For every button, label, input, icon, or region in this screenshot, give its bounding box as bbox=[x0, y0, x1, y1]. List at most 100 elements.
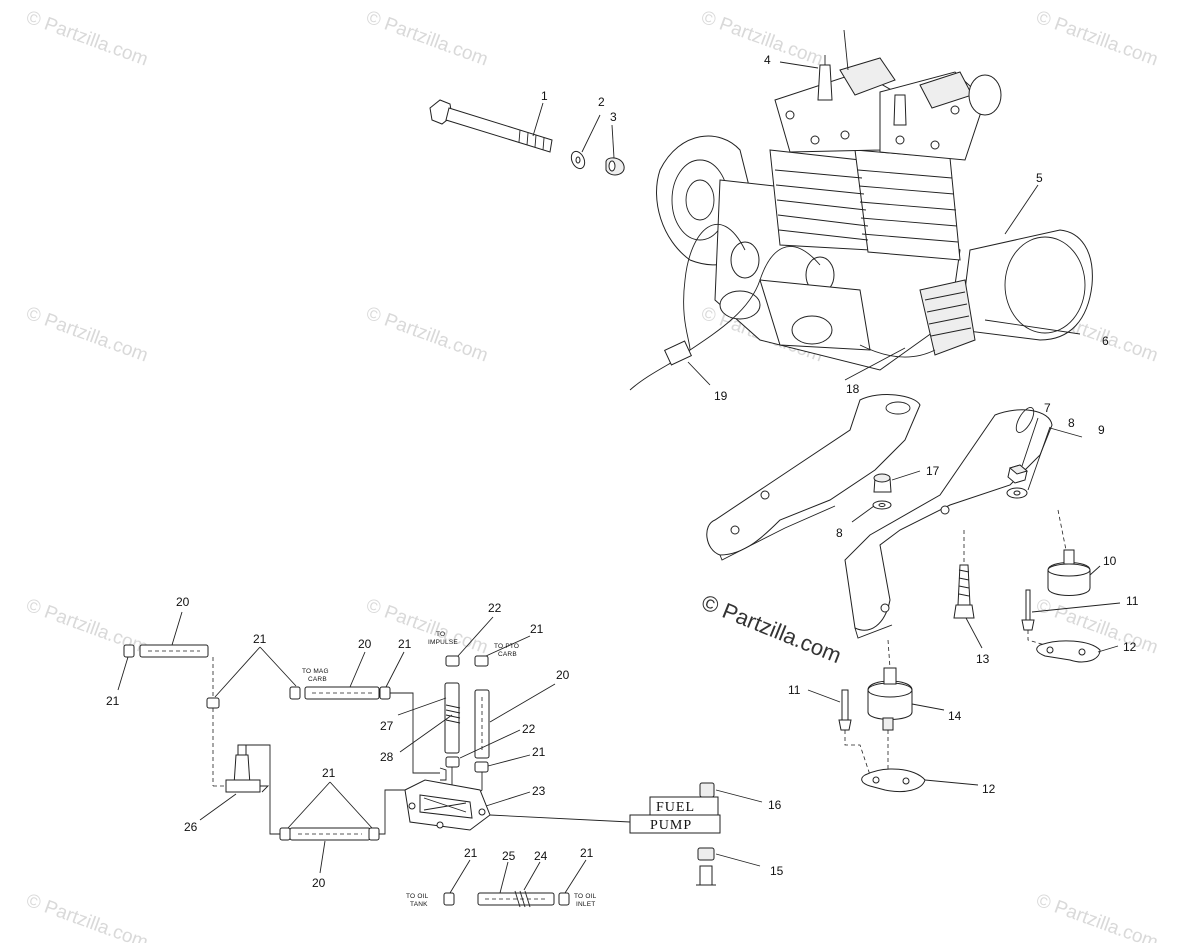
leader-line bbox=[171, 611, 183, 646]
callout-26: 26 bbox=[184, 820, 198, 834]
to-pto-carb-label: CARB bbox=[498, 651, 517, 658]
check-valve-tip bbox=[260, 785, 270, 793]
washer-hole bbox=[1013, 490, 1021, 496]
bolt-shaft bbox=[445, 107, 553, 153]
hose-clamp bbox=[206, 697, 220, 709]
leader-line bbox=[984, 319, 1081, 335]
watermark: © Partzilla.com bbox=[698, 7, 825, 71]
callout-8: 8 bbox=[836, 526, 843, 540]
leader-line bbox=[499, 861, 509, 894]
ignition-box-hatch bbox=[924, 291, 972, 337]
callout-11: 11 bbox=[1126, 594, 1139, 608]
mount-bolt-head bbox=[953, 604, 975, 619]
callout-21: 21 bbox=[398, 637, 412, 651]
callout-2: 2 bbox=[598, 95, 605, 109]
fuel-hose bbox=[474, 689, 490, 759]
hose-clamp bbox=[368, 827, 380, 841]
leader-line bbox=[715, 853, 761, 867]
hose-clamp bbox=[443, 892, 455, 906]
hose-clamp bbox=[279, 827, 291, 841]
bolt-assembly bbox=[429, 99, 625, 176]
leader-line bbox=[1089, 565, 1101, 576]
leader-line bbox=[199, 793, 237, 821]
harness-connector bbox=[663, 340, 693, 366]
bolt-thread bbox=[958, 569, 970, 597]
hose-spring bbox=[445, 704, 461, 724]
screw bbox=[841, 689, 849, 721]
fitting bbox=[439, 767, 447, 781]
watermark: © Partzilla.com bbox=[23, 890, 150, 943]
leader-line bbox=[487, 754, 531, 767]
fuel-hose bbox=[139, 644, 209, 658]
to-oil-tank-label: TO OIL bbox=[406, 893, 429, 900]
leader-line bbox=[523, 861, 541, 891]
rave-valve-mag bbox=[839, 57, 896, 96]
head-bolt bbox=[840, 130, 850, 140]
fuel-label: FUEL bbox=[656, 800, 695, 815]
wire-harness bbox=[689, 246, 821, 351]
head-bolt bbox=[895, 135, 905, 145]
head-bolt bbox=[810, 135, 820, 145]
leader-line bbox=[1097, 645, 1119, 653]
callout-7: 7 bbox=[1044, 401, 1051, 415]
leader-line bbox=[319, 840, 326, 874]
bracket-hole bbox=[730, 525, 740, 535]
leader-line bbox=[1021, 417, 1039, 467]
leader-line bbox=[891, 470, 921, 481]
leader-line bbox=[715, 789, 763, 803]
hose-clamp bbox=[445, 756, 460, 768]
leader-line bbox=[581, 114, 601, 153]
hose-clamp bbox=[289, 686, 301, 700]
to-oil-inlet-label: TO OIL bbox=[574, 893, 597, 900]
spacer-top bbox=[873, 473, 891, 483]
antenna-wire bbox=[843, 29, 849, 71]
leader-line bbox=[1049, 427, 1083, 438]
cylinder-fins-mag bbox=[774, 169, 869, 241]
callout-13: 13 bbox=[976, 652, 990, 666]
callout-3: 3 bbox=[610, 110, 617, 124]
rubber-mount-stud bbox=[882, 717, 894, 731]
nut-top bbox=[1008, 464, 1029, 475]
screw-head bbox=[838, 719, 852, 731]
leader-line bbox=[851, 505, 875, 523]
bracket-slot bbox=[885, 401, 911, 415]
callout-11: 11 bbox=[788, 683, 801, 697]
spark-plug bbox=[893, 94, 907, 126]
callout-18: 18 bbox=[846, 382, 860, 396]
callout-15: 15 bbox=[770, 864, 784, 878]
plate-hole bbox=[1046, 646, 1054, 654]
pump-screw bbox=[436, 821, 444, 829]
leader-line bbox=[924, 779, 979, 786]
hose-route bbox=[379, 789, 405, 835]
front-mount-bracket bbox=[706, 394, 921, 556]
leader-line bbox=[457, 616, 494, 657]
cylinder-fins-pto bbox=[857, 169, 959, 243]
leader-line bbox=[1027, 426, 1051, 491]
callout-25: 25 bbox=[502, 849, 516, 863]
mag-cover-rim bbox=[1004, 236, 1086, 334]
leader-lines bbox=[117, 61, 1121, 894]
wire-harness bbox=[629, 223, 746, 391]
assembly-line bbox=[1027, 630, 1046, 646]
callout-5: 5 bbox=[1036, 171, 1043, 185]
leader-line bbox=[489, 683, 556, 723]
watermark: © Partzilla.com bbox=[363, 7, 490, 71]
watermark: © Partzilla.com bbox=[23, 303, 150, 367]
plate-hole bbox=[902, 777, 910, 785]
callout-14: 14 bbox=[948, 709, 962, 723]
hose-clamp bbox=[379, 686, 391, 700]
rubber-mount-top bbox=[867, 682, 913, 698]
leader-line bbox=[485, 635, 531, 657]
bracket-edge bbox=[854, 624, 893, 639]
leader-line bbox=[965, 617, 983, 649]
bracket-edge bbox=[719, 505, 836, 561]
ignition-box bbox=[919, 279, 976, 356]
bracket-hole bbox=[880, 603, 890, 613]
watermark: © Partzilla.com bbox=[1033, 7, 1160, 71]
leader-line bbox=[687, 361, 711, 386]
pump-nipple bbox=[699, 865, 713, 886]
leader-line bbox=[259, 646, 297, 687]
callout-24: 24 bbox=[534, 849, 548, 863]
carb-throat bbox=[791, 315, 833, 345]
